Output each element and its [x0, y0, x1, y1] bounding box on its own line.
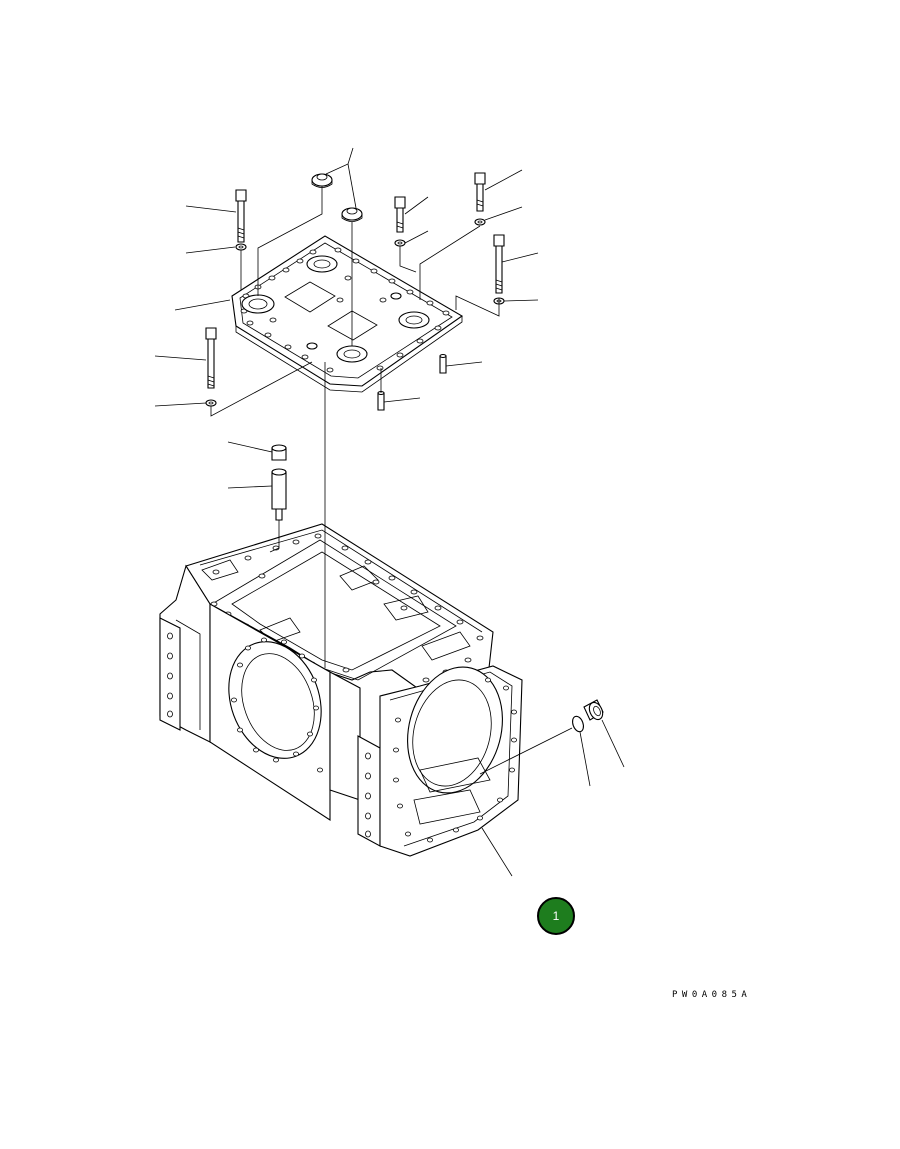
drawing-code: PW0A085A — [672, 990, 752, 1000]
callout-1-button[interactable]: 1 — [537, 897, 575, 935]
left-bore-holes — [231, 637, 323, 773]
stud-spacer — [271, 468, 287, 521]
hex-bolt — [474, 172, 486, 212]
hex-bolt — [493, 234, 505, 294]
hex-bolt — [235, 189, 247, 243]
right-housing-holes — [393, 677, 517, 843]
seal-ring — [311, 173, 333, 188]
dowel-pin — [439, 353, 447, 374]
hex-bolt — [394, 196, 406, 233]
assembly-lines — [210, 186, 573, 775]
washer — [205, 399, 217, 407]
transmission-case — [159, 523, 523, 857]
cover-plate — [231, 235, 464, 393]
callout-1-label: 1 — [552, 909, 560, 923]
washer — [394, 239, 406, 247]
dowel-pin — [377, 390, 385, 411]
left-flange-holes — [167, 632, 173, 718]
seal-ring — [341, 207, 363, 222]
callout-leaders — [154, 147, 625, 877]
cover-ports — [241, 255, 430, 363]
washer — [474, 218, 486, 226]
o-ring — [572, 715, 584, 733]
hex-bolt — [205, 327, 217, 389]
washer — [235, 243, 247, 251]
drain-plug — [583, 699, 604, 721]
cap-nut — [271, 444, 287, 461]
center-flange-holes — [365, 752, 371, 838]
